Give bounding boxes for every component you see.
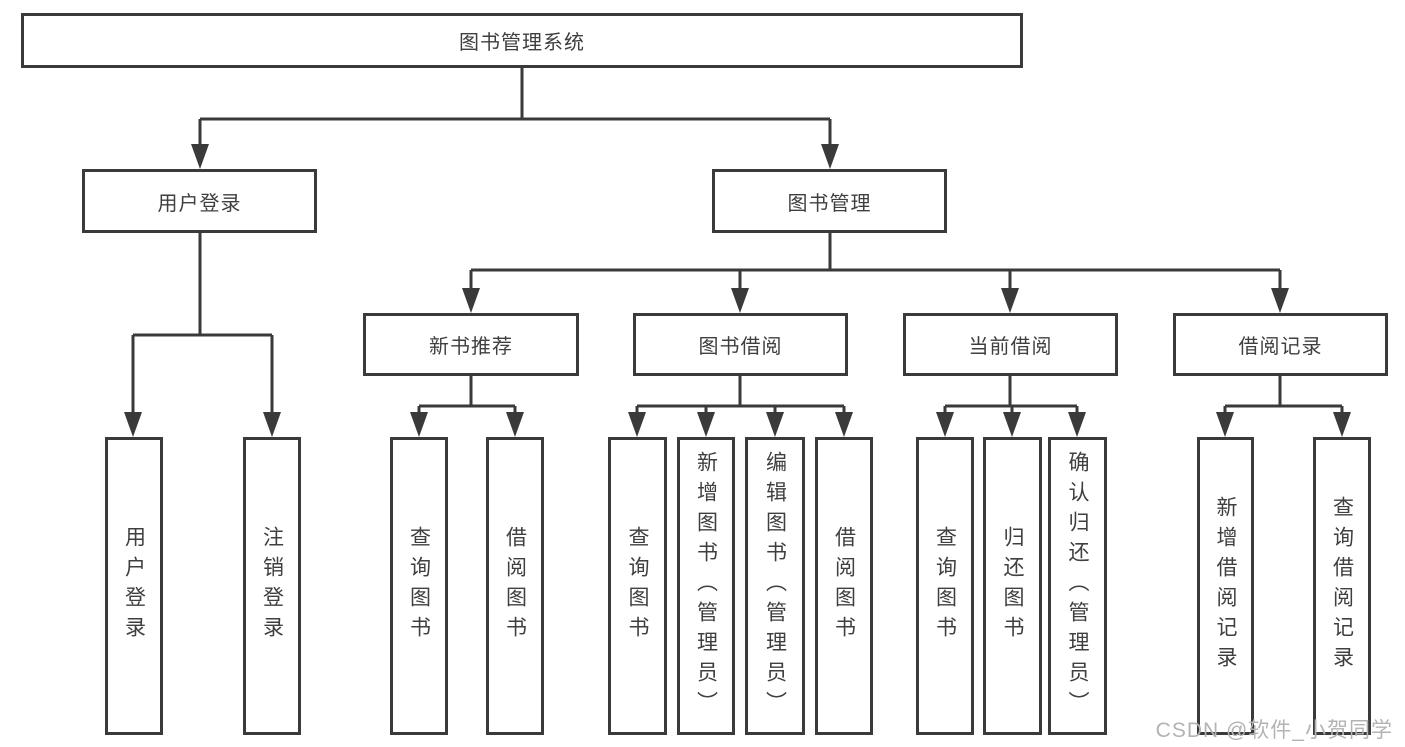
leaf-borrow-books: 借阅图书	[815, 437, 873, 735]
node-label: 查询图书	[933, 526, 957, 646]
node-user-login: 用户登录	[82, 169, 317, 233]
connector-userlogin-to-leaves	[131, 233, 274, 430]
node-label: 编辑图书（管理员）	[763, 451, 787, 721]
leaf-user-login: 用户登录	[105, 437, 163, 735]
node-label: 图书管理	[787, 192, 872, 215]
leaf-logout: 注销登录	[243, 437, 301, 735]
node-borrowing-records: 借阅记录	[1173, 313, 1388, 376]
leaf-query-books: 查询图书	[608, 437, 667, 735]
node-label: 借阅图书	[503, 526, 527, 646]
connector-root-to-level2	[198, 68, 832, 162]
node-label: 新增图书（管理员）	[694, 451, 718, 721]
node-label: 查询图书	[407, 526, 431, 646]
node-label: 借阅图书	[832, 526, 856, 646]
node-label: 图书管理系统	[459, 32, 585, 54]
leaf-return-books: 归还图书	[983, 437, 1042, 735]
connector-newbookrec-to-leaves	[417, 376, 517, 430]
connector-bookmgmt-to-level3	[469, 233, 1282, 306]
node-label: 用户登录	[157, 192, 242, 215]
node-current-borrowing: 当前借阅	[903, 313, 1118, 376]
node-label: 借阅记录	[1238, 336, 1323, 358]
node-label: 查询借阅记录	[1330, 496, 1354, 676]
leaf-query-books: 查询图书	[390, 437, 448, 735]
leaf-add-borrow-record: 新增借阅记录	[1197, 437, 1254, 735]
node-label: 新书推荐	[429, 336, 513, 358]
node-book-borrowing: 图书借阅	[633, 313, 848, 376]
connector-borrowrec-to-leaves	[1223, 376, 1344, 430]
csdn-watermark: CSDN @软件_小贺同学	[1155, 719, 1393, 742]
node-label: 注销登录	[260, 526, 284, 646]
node-new-book-recommendation: 新书推荐	[363, 313, 579, 376]
node-label: 图书借阅	[698, 336, 783, 358]
leaf-borrow-books: 借阅图书	[486, 437, 544, 735]
leaf-query-books: 查询图书	[916, 437, 974, 735]
node-library-management-system: 图书管理系统	[21, 13, 1023, 68]
connector-bookborrow-to-leaves	[635, 376, 846, 430]
node-label: 查询图书	[626, 526, 649, 646]
node-label: 当前借阅	[968, 336, 1053, 358]
node-label: 新增借阅记录	[1214, 496, 1237, 676]
node-label: 用户登录	[122, 526, 146, 646]
node-book-management: 图书管理	[712, 169, 947, 233]
node-label: 确认归还（管理员）	[1066, 451, 1089, 721]
node-label: 归还图书	[1001, 526, 1024, 646]
leaf-confirm-return-admin: 确认归还（管理员）	[1048, 437, 1107, 735]
leaf-edit-books-admin: 编辑图书（管理员）	[745, 437, 805, 735]
leaf-add-books-admin: 新增图书（管理员）	[677, 437, 735, 735]
leaf-query-borrow-record: 查询借阅记录	[1313, 437, 1371, 735]
